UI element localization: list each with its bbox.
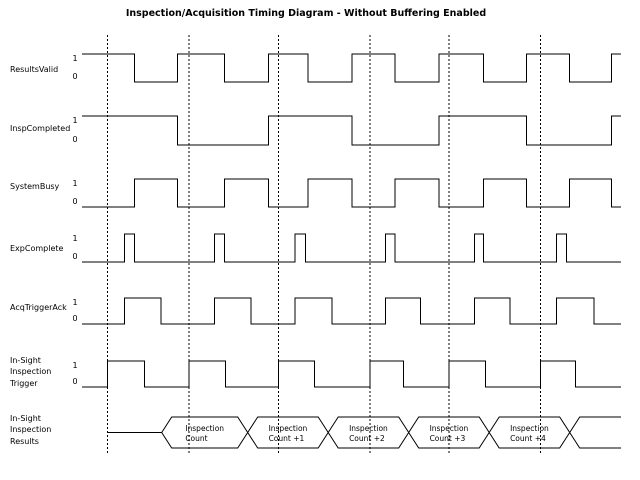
bus-segment-line: Count +4: [510, 433, 546, 443]
bus-segment-line: Inspection: [429, 424, 469, 433]
bus-segment-line: Count +2: [349, 433, 385, 443]
bus-wave-InSightInspectionResults: [107, 416, 621, 449]
level-label-high-ResultsValid: 1: [72, 54, 78, 63]
signal-wave-AcqTriggerAck: [82, 297, 621, 325]
signal-wave-ResultsValid: [82, 53, 621, 83]
signal-wave-SystemBusy: [82, 178, 621, 208]
signal-label-line: SystemBusy: [10, 182, 60, 191]
level-label-high-ExpComplete: 1: [72, 234, 78, 243]
signal-label-line: In-Sight: [10, 413, 41, 423]
signal-label-line: Inspection: [10, 367, 52, 376]
level-label-high-AcqTriggerAck: 1: [72, 298, 78, 307]
bus-segment-line: Count: [185, 433, 208, 443]
signal-label-line: ExpComplete: [10, 244, 64, 253]
level-label-low-ExpComplete: 0: [72, 252, 78, 261]
bus-segment-line: Inspection: [185, 424, 225, 433]
level-label-low-AcqTriggerAck: 0: [72, 314, 78, 323]
signal-label-line: InspCompleted: [10, 123, 71, 133]
bus-segment-line: Inspection: [268, 424, 308, 433]
level-label-high-InSightInspectionTrigger: 1: [72, 361, 78, 370]
signal-label-line: Results: [10, 436, 39, 446]
signal-wave-InspCompleted: [82, 115, 621, 146]
signal-label-ExpComplete: ExpComplete: [10, 243, 63, 255]
bus-segment-line: Inspection: [349, 424, 388, 433]
bus-segment-line: Inspection: [510, 424, 549, 433]
signal-label-line: AcqTriggerAck: [10, 303, 67, 312]
level-label-low-ResultsValid: 0: [72, 72, 78, 81]
signal-label-InspCompleted: InspCompleted: [10, 123, 70, 135]
level-label-low-SystemBusy: 0: [72, 197, 78, 206]
diagram-title: Inspection/Acquisition Timing Diagram - …: [125, 8, 487, 19]
bus-segment-line: Count +1: [268, 433, 305, 443]
signal-wave-ExpComplete: [82, 233, 621, 263]
level-label-high-InspCompleted: 1: [72, 116, 78, 125]
level-label-low-InspCompleted: 0: [72, 135, 78, 144]
signal-label-line: In-Sight: [10, 355, 41, 365]
signal-label-ResultsValid: ResultsValid: [10, 64, 58, 76]
signal-label-AcqTriggerAck: AcqTriggerAck: [10, 302, 67, 314]
signal-label-line: Inspection: [10, 425, 52, 434]
signal-label-line: Trigger: [10, 378, 38, 388]
level-label-low-InSightInspectionTrigger: 0: [72, 377, 78, 386]
level-label-high-SystemBusy: 1: [72, 179, 78, 188]
signal-label-line: ResultsValid: [10, 65, 59, 74]
bus-segment-line: Count +3: [429, 433, 466, 443]
signal-wave-InSightInspectionTrigger: [82, 360, 621, 388]
signal-label-SystemBusy: SystemBusy: [10, 181, 59, 193]
